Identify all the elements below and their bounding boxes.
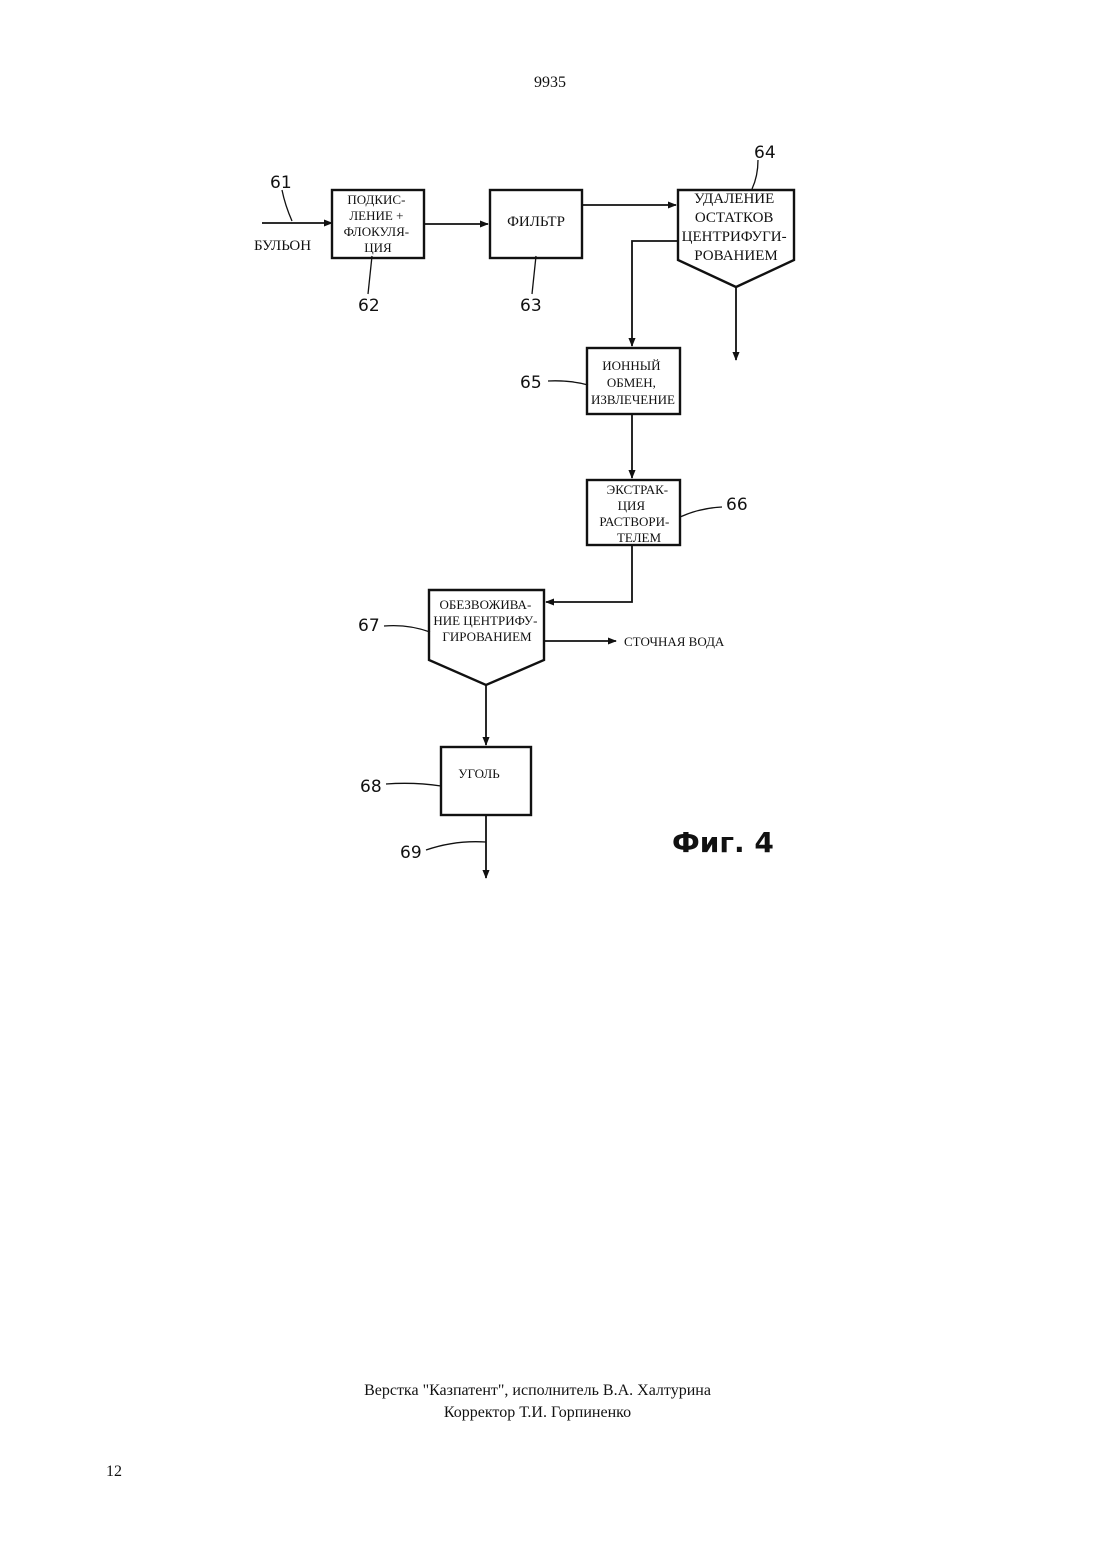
input-label: БУЛЬОН [254, 238, 311, 254]
leader-67 [384, 626, 430, 632]
ref-68: 68 [360, 777, 382, 797]
figure-label: Фиг. 4 [672, 826, 774, 859]
ref-61: 61 [270, 173, 292, 193]
footer-line-proofreader: Корректор Т.И. Горпиненко [0, 1402, 1075, 1424]
leader-62 [368, 256, 372, 294]
leader-64 [752, 160, 758, 189]
leader-68 [386, 783, 441, 786]
ref-65: 65 [520, 373, 542, 393]
leader-66 [680, 507, 722, 517]
ref-67: 67 [358, 616, 380, 636]
sheet-number: 12 [106, 1463, 122, 1481]
dewatering-label: ОБЕЗВОЖИВА- НИЕ ЦЕНТРИФУ- ГИРОВАНИЕМ [433, 597, 540, 644]
leader-65 [548, 381, 588, 385]
arrow-66-67 [546, 545, 632, 602]
ref-63: 63 [520, 296, 542, 316]
footer-line-layout: Верстка "Казпатент", исполнитель В.А. Ха… [0, 1380, 1075, 1402]
wastewater-label: СТОЧНАЯ ВОДА [624, 634, 725, 649]
ref-66: 66 [726, 495, 748, 515]
filter-label: ФИЛЬТР [507, 214, 565, 230]
carbon-label: УГОЛЬ [458, 766, 500, 781]
leader-61 [282, 190, 292, 221]
leader-63 [532, 256, 536, 294]
ref-64: 64 [754, 143, 776, 163]
arrow-64-65 [632, 241, 678, 346]
leader-69 [426, 842, 486, 850]
ref-69: 69 [400, 843, 422, 863]
carbon-box [441, 747, 531, 815]
footer: Верстка "Казпатент", исполнитель В.А. Ха… [0, 1380, 1075, 1424]
ref-62: 62 [358, 296, 380, 316]
